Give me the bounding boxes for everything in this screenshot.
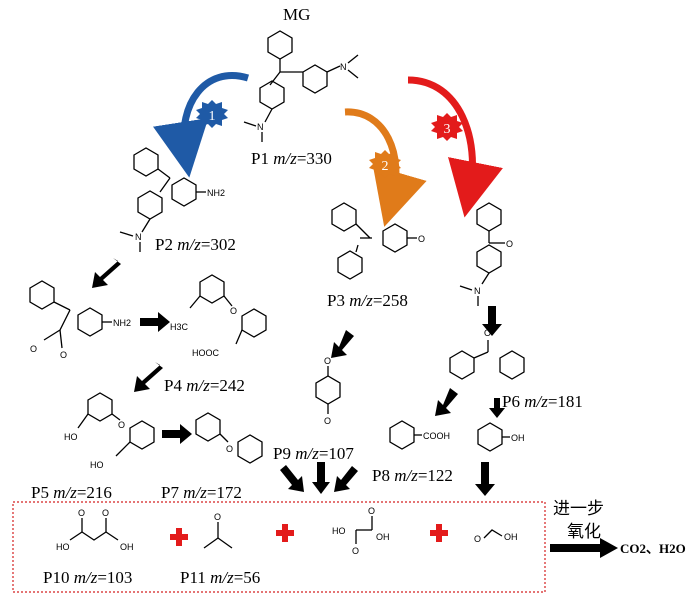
arrow-p6-to-box [475, 462, 495, 496]
p6-precursor-oxygen: O [506, 239, 513, 249]
label-p10: P10 m/z=103 [43, 568, 132, 587]
pathway-3-number: 3 [444, 122, 451, 137]
p4-oxygen-atom: O [230, 306, 237, 316]
pathway-1-badge: 1 [196, 100, 228, 128]
arrow-to-co2 [550, 538, 618, 558]
arrow-p3-to-p9 [331, 330, 354, 358]
pathway-3-badge: 3 [431, 113, 463, 141]
plus-signs [170, 524, 448, 546]
benzophenone-oxygen: O [484, 328, 491, 338]
plus-icon-1 [170, 528, 188, 546]
final-products-label: CO2、H2O [620, 541, 686, 556]
arrow-p3route-down [482, 306, 502, 336]
p5-ho-atom: HO [64, 432, 78, 442]
arrow-p5-to-p7 [162, 424, 192, 444]
p6-precursor-amine: N [474, 286, 481, 296]
arrow-to-p6 [489, 398, 505, 418]
label-p11: P11 m/z=56 [180, 568, 260, 587]
formic-oxygen: O [474, 534, 481, 544]
p10-oxygen-1: O [78, 508, 85, 518]
p5-structure: HO O HO [64, 392, 155, 470]
pathway-2-arrow [344, 108, 427, 227]
p6-oh-atom: OH [511, 433, 525, 443]
p4-structure: H3C O HOOC [170, 274, 267, 358]
pathway-1-number: 1 [209, 109, 216, 124]
p10-oxygen-2: O [102, 508, 109, 518]
p2-amine-atom: N [135, 232, 142, 242]
arrow-p8-to-box [334, 466, 358, 492]
label-p2: P2 m/z=302 [155, 235, 236, 254]
p8-cooh-atom: COOH [423, 431, 450, 441]
formic-structure: O OH [474, 529, 518, 544]
label-p9: P9 m/z=107 [273, 444, 354, 463]
further-oxidation-line1: 进一步 [553, 499, 604, 519]
p7-oxygen-atom: O [226, 444, 233, 454]
p4-hooc-atom: HOOC [192, 348, 220, 358]
label-p6: P6 m/z=181 [502, 392, 583, 411]
arrow-p9-to-box [312, 462, 330, 494]
label-p8: P8 m/z=122 [372, 466, 453, 485]
mg-structure: N N [243, 30, 359, 142]
pathway-1-arrow [153, 72, 250, 178]
p8-structure: COOH [389, 420, 450, 450]
p10-oh-atom: OH [120, 542, 134, 552]
arrow-to-p8 [435, 388, 458, 416]
pathway-3-arrow [407, 76, 503, 218]
p9-oxygen-bottom: O [324, 416, 331, 426]
p9-oxygen-top: O [324, 356, 331, 366]
p5-ho-atom-2: HO [90, 460, 104, 470]
mg-amine-atom: N [340, 62, 347, 72]
oxalic-oxygen-1: O [352, 546, 359, 556]
p3-oxygen-atom: O [418, 234, 425, 244]
p6-precursor-structure: O N [459, 202, 513, 306]
label-p7: P7 m/z=172 [161, 483, 242, 502]
label-p4: P4 m/z=242 [164, 376, 245, 395]
mg-amine-atom-2: N [257, 122, 264, 132]
p2-nh2-atom: NH2 [207, 188, 225, 198]
p5-oxygen-atom: O [118, 420, 125, 430]
further-oxidation-line2: 氧化 [567, 522, 601, 542]
p7-structure: O [195, 412, 263, 464]
arrow-p7-to-box [280, 465, 304, 492]
pathway-2-badge: 2 [369, 150, 401, 178]
p10-structure: O O HO OH [56, 508, 134, 552]
p9-structure: O O [315, 356, 341, 426]
oxalic-ho-atom: HO [332, 526, 346, 536]
plus-icon-2 [276, 524, 294, 542]
benzophenone-structure: O [449, 328, 525, 380]
p3-structure: O [331, 202, 425, 280]
p10-ho-atom: HO [56, 542, 70, 552]
p6-structure: OH [477, 422, 525, 452]
p11-structure: O [203, 512, 233, 549]
p4-precursor-o2: O [60, 350, 67, 360]
label-p1: P1 m/z=330 [251, 149, 332, 168]
label-p3: P3 m/z=258 [327, 291, 408, 310]
label-p5: P5 m/z=216 [31, 483, 112, 502]
p4-precursor-o1: O [30, 344, 37, 354]
arrow-p4-to-p5 [134, 362, 163, 392]
oxalic-oh-atom: OH [376, 532, 390, 542]
p4-precursor-structure: NH2 O O [29, 280, 131, 360]
p4-h3c-atom: H3C [170, 322, 189, 332]
reaction-arrows [92, 258, 618, 558]
p11-oxygen: O [214, 512, 221, 522]
formic-oh-atom: OH [504, 532, 518, 542]
arrow-precursor-to-p4 [140, 312, 170, 332]
pathway-2-number: 2 [382, 159, 389, 174]
oxalic-structure: O O HO OH [332, 506, 390, 556]
p4-precursor-nh2-atom: NH2 [113, 318, 131, 328]
oxalic-oxygen-2: O [368, 506, 375, 516]
arrow-p2-to-precursor [92, 258, 121, 288]
plus-icon-3 [430, 524, 448, 542]
mg-title: MG [283, 5, 310, 24]
final-products-box [12, 501, 546, 593]
